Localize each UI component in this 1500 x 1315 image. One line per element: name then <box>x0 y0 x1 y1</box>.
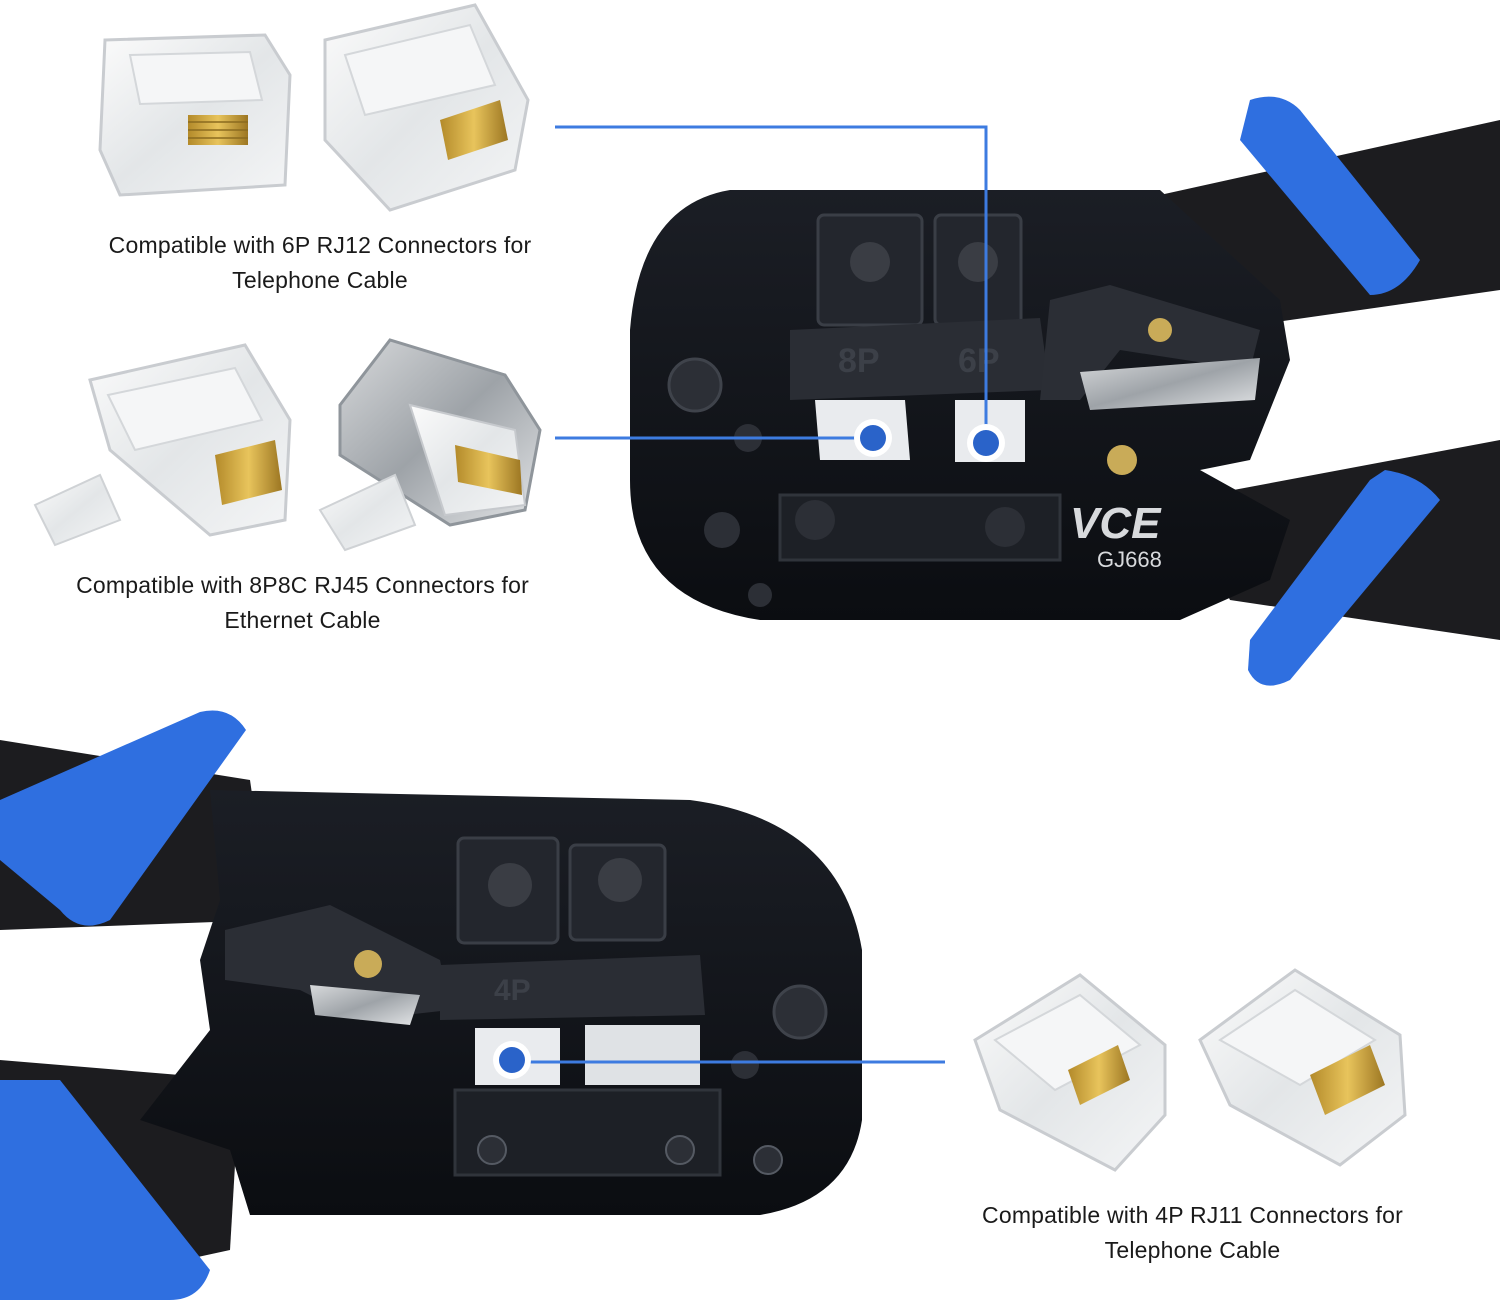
rivet <box>667 357 723 413</box>
die-lower-jaw <box>453 1088 722 1177</box>
rj12-connector <box>98 33 292 197</box>
pivot-pin <box>958 242 998 282</box>
caption-rj45-line1: Compatible with 8P8C RJ45 Connectors for <box>76 572 529 598</box>
marker-dot-4p <box>493 1041 531 1079</box>
marker-dot-8p <box>854 419 892 457</box>
rj11-connector <box>973 973 1167 1172</box>
rivet <box>704 512 740 548</box>
caption-rj11: Compatible with 4P RJ11 Connectors for T… <box>935 1198 1450 1268</box>
caption-rj12: Compatible with 6P RJ12 Connectors for T… <box>60 228 580 298</box>
cutter-blade <box>310 985 420 1025</box>
pivot-pin <box>488 863 532 907</box>
rj11-connector <box>1198 968 1407 1167</box>
rivet <box>795 500 835 540</box>
ratchet-plate <box>440 955 705 1020</box>
die-label-4p: 4P <box>494 974 531 1007</box>
die-label-6p: 6P <box>958 342 1000 380</box>
die-lower-jaw <box>778 493 1062 562</box>
pivot-pin <box>598 858 642 902</box>
marker-dot-6p <box>967 424 1005 462</box>
rivet <box>772 984 828 1040</box>
caption-rj11-line1: Compatible with 4P RJ11 Connectors for <box>982 1202 1403 1228</box>
ratchet-plate <box>790 318 1050 400</box>
rj45-load-bar <box>318 473 417 552</box>
blade-screw <box>1107 445 1137 475</box>
caption-rj12-line2: Telephone Cable <box>232 267 408 293</box>
rj12-connector <box>323 3 530 212</box>
rj45-connector <box>88 343 292 537</box>
blade-screw <box>1148 318 1172 342</box>
model-number: GJ668 <box>1097 547 1162 572</box>
top-crimper: 8P 6P VCE GJ668 <box>630 96 1500 686</box>
pivot-pin <box>850 242 890 282</box>
bottom-crimper: 4P <box>0 710 862 1300</box>
lower-handle <box>1180 440 1500 686</box>
rivet <box>477 1135 507 1165</box>
rivet <box>748 583 772 607</box>
die-label-8p: 8P <box>838 342 880 380</box>
die-cavity <box>585 1025 700 1085</box>
blade-screw <box>354 950 382 978</box>
caption-rj12-line1: Compatible with 6P RJ12 Connectors for <box>108 232 532 258</box>
caption-rj45-line2: Ethernet Cable <box>224 607 381 633</box>
rivet <box>985 507 1025 547</box>
brand-logo: VCE <box>1070 499 1162 548</box>
cutter-blade-arm <box>225 905 450 1020</box>
upper-handle <box>0 710 270 930</box>
rj45-load-bar <box>33 473 122 547</box>
rivet <box>731 1051 759 1079</box>
rivet <box>753 1145 783 1175</box>
caption-rj45: Compatible with 8P8C RJ45 Connectors for… <box>30 568 575 638</box>
cutter-blade <box>1080 358 1260 410</box>
rivet <box>665 1135 695 1165</box>
callout-rj12 <box>555 125 988 443</box>
caption-rj11-line2: Telephone Cable <box>1104 1237 1281 1263</box>
